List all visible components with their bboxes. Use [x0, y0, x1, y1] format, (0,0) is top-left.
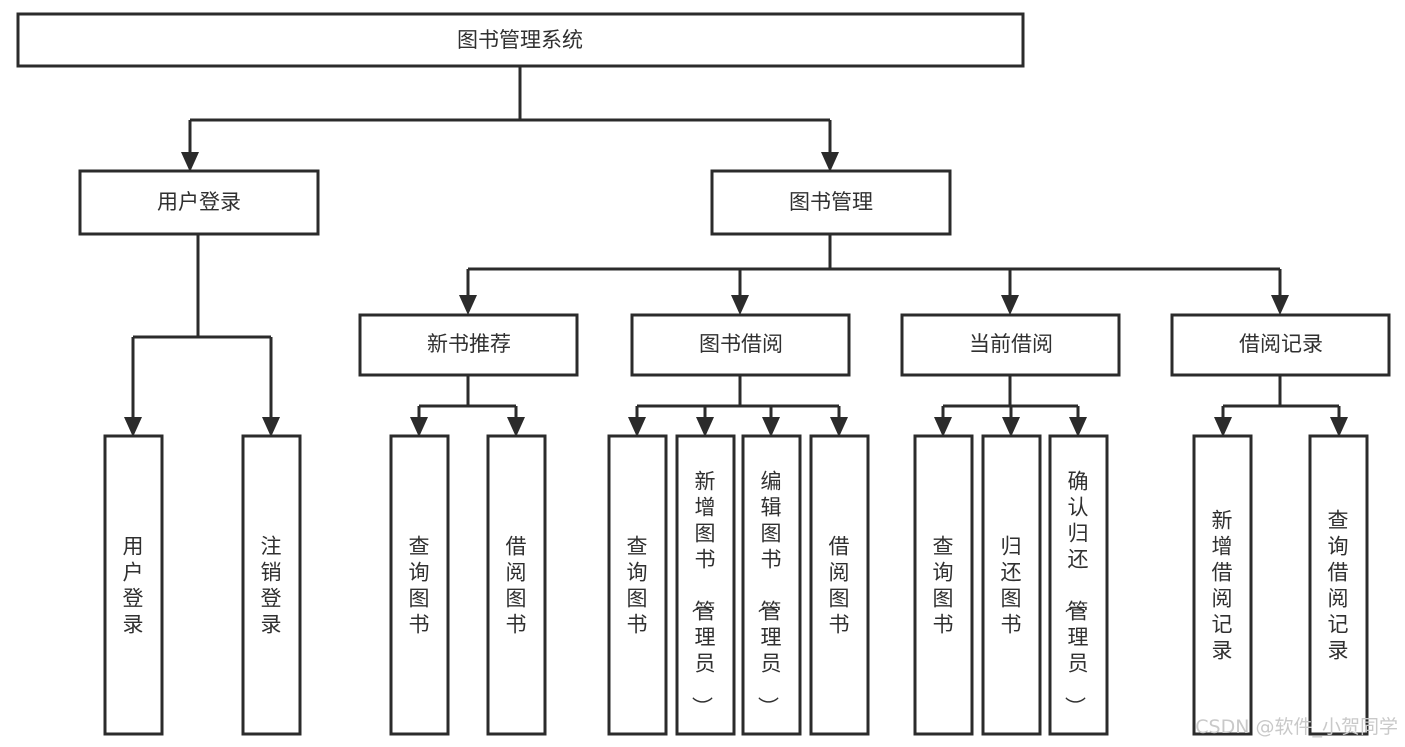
leaf-return-book[interactable]: 归还图书	[981, 434, 1042, 736]
arrow-head-leaf-query-book-3	[934, 417, 952, 437]
arrow-head-leaf-query-book-1	[410, 417, 428, 437]
leaf-add-borrow-record[interactable]: 新增借阅记录	[1192, 434, 1253, 736]
node-root-box[interactable]	[16, 12, 1025, 68]
arrow-head-user-login	[181, 152, 199, 172]
node-book-management-label: 图书管理	[789, 190, 873, 214]
leaf-add-book[interactable]: 新增图书（管理员）	[675, 434, 736, 736]
leaf-return-book-label: 归还图书	[1001, 534, 1022, 636]
leaf-borrow-book-2-box[interactable]	[809, 434, 870, 736]
leaf-query-book-3[interactable]: 查询图书	[913, 434, 974, 736]
node-book-borrow-label: 图书借阅	[699, 332, 783, 356]
leaf-edit-book-box[interactable]	[741, 434, 802, 736]
leaf-logout-login-box[interactable]	[241, 434, 302, 736]
leaf-confirm-return-label: 确认归还（管理员）	[1063, 469, 1089, 717]
node-new-book-recommend-label: 新书推荐	[427, 332, 511, 356]
connector-layer	[124, 66, 1348, 437]
arrow-head-leaf-query-borrow-record	[1330, 417, 1348, 437]
arrow-head-new-book-recommend	[459, 295, 477, 315]
arrow-head-book-management	[821, 152, 839, 172]
leaf-user-login-label: 用户登录	[123, 534, 144, 636]
leaf-query-borrow-record[interactable]: 查询借阅记录	[1308, 434, 1369, 736]
arrow-head-leaf-add-borrow-record	[1214, 417, 1232, 437]
arrow-head-leaf-return-book	[1002, 417, 1020, 437]
leaf-query-borrow-record-box[interactable]	[1308, 434, 1369, 736]
leaf-borrow-book-2-label: 借阅图书	[829, 534, 850, 636]
leaf-borrow-book-2[interactable]: 借阅图书	[809, 434, 870, 736]
leaf-logout-login[interactable]: 注销登录	[241, 434, 302, 736]
leaf-return-book-box[interactable]	[981, 434, 1042, 736]
arrow-head-leaf-confirm-return	[1069, 417, 1087, 437]
node-book-management-box[interactable]	[710, 169, 952, 236]
node-new-book-recommend-box[interactable]	[358, 313, 579, 377]
node-root-book-management-system[interactable]: 图书管理系统	[16, 12, 1025, 68]
leaf-query-book-1[interactable]: 查询图书	[389, 434, 450, 736]
leaf-query-book-3-label: 查询图书	[933, 534, 954, 636]
leaf-user-login-box[interactable]	[103, 434, 164, 736]
node-current-borrow-box[interactable]	[900, 313, 1121, 377]
node-book-borrow-box[interactable]	[630, 313, 851, 377]
csdn-watermark: CSDN @软件_小贺同学	[1195, 716, 1398, 738]
leaf-edit-book-label: 编辑图书（管理员）	[756, 469, 782, 717]
arrow-head-current-borrow	[1001, 295, 1019, 315]
leaf-add-borrow-record-box[interactable]	[1192, 434, 1253, 736]
node-user-login-box[interactable]	[78, 169, 320, 236]
leaf-query-borrow-record-label: 查询借阅记录	[1328, 508, 1349, 662]
leaf-edit-book[interactable]: 编辑图书（管理员）	[741, 434, 802, 736]
leaf-add-borrow-record-label: 新增借阅记录	[1212, 508, 1233, 662]
arrow-head-leaf-user-login	[124, 417, 142, 437]
node-root-label: 图书管理系统	[457, 28, 583, 52]
leaf-add-book-box[interactable]	[675, 434, 736, 736]
leaf-query-book-1-label: 查询图书	[409, 534, 430, 636]
arrow-head-leaf-add-book	[696, 417, 714, 437]
arrow-head-book-borrow	[731, 295, 749, 315]
leaf-logout-login-label: 注销登录	[261, 534, 282, 636]
node-current-borrow[interactable]: 当前借阅	[900, 313, 1121, 377]
node-borrow-record[interactable]: 借阅记录	[1170, 313, 1391, 377]
node-borrow-record-label: 借阅记录	[1239, 332, 1323, 356]
arrow-head-leaf-borrow-book-1	[507, 417, 525, 437]
leaf-confirm-return[interactable]: 确认归还（管理员）	[1048, 434, 1109, 736]
arrow-head-borrow-record	[1271, 295, 1289, 315]
leaf-confirm-return-box[interactable]	[1048, 434, 1109, 736]
leaf-borrow-book-1-label: 借阅图书	[506, 534, 527, 636]
leaf-query-book-3-box[interactable]	[913, 434, 974, 736]
node-user-login-label: 用户登录	[157, 190, 241, 214]
arrow-head-leaf-edit-book	[762, 417, 780, 437]
leaf-user-login[interactable]: 用户登录	[103, 434, 164, 736]
leaf-borrow-book-1[interactable]: 借阅图书	[486, 434, 547, 736]
arrow-head-leaf-borrow-book-2	[830, 417, 848, 437]
arrow-head-leaf-logout-login	[262, 417, 280, 437]
node-current-borrow-label: 当前借阅	[969, 332, 1053, 356]
node-user-login[interactable]: 用户登录	[78, 169, 320, 236]
leaf-query-book-2[interactable]: 查询图书	[607, 434, 668, 736]
leaf-borrow-book-1-box[interactable]	[486, 434, 547, 736]
node-book-management[interactable]: 图书管理	[710, 169, 952, 236]
node-book-borrow[interactable]: 图书借阅	[630, 313, 851, 377]
leaf-add-book-label: 新增图书（管理员）	[690, 469, 716, 717]
arrow-head-leaf-query-book-2	[628, 417, 646, 437]
leaf-query-book-1-box[interactable]	[389, 434, 450, 736]
node-new-book-recommend[interactable]: 新书推荐	[358, 313, 579, 377]
node-borrow-record-box[interactable]	[1170, 313, 1391, 377]
leaf-query-book-2-box[interactable]	[607, 434, 668, 736]
leaf-query-book-2-label: 查询图书	[627, 534, 648, 636]
